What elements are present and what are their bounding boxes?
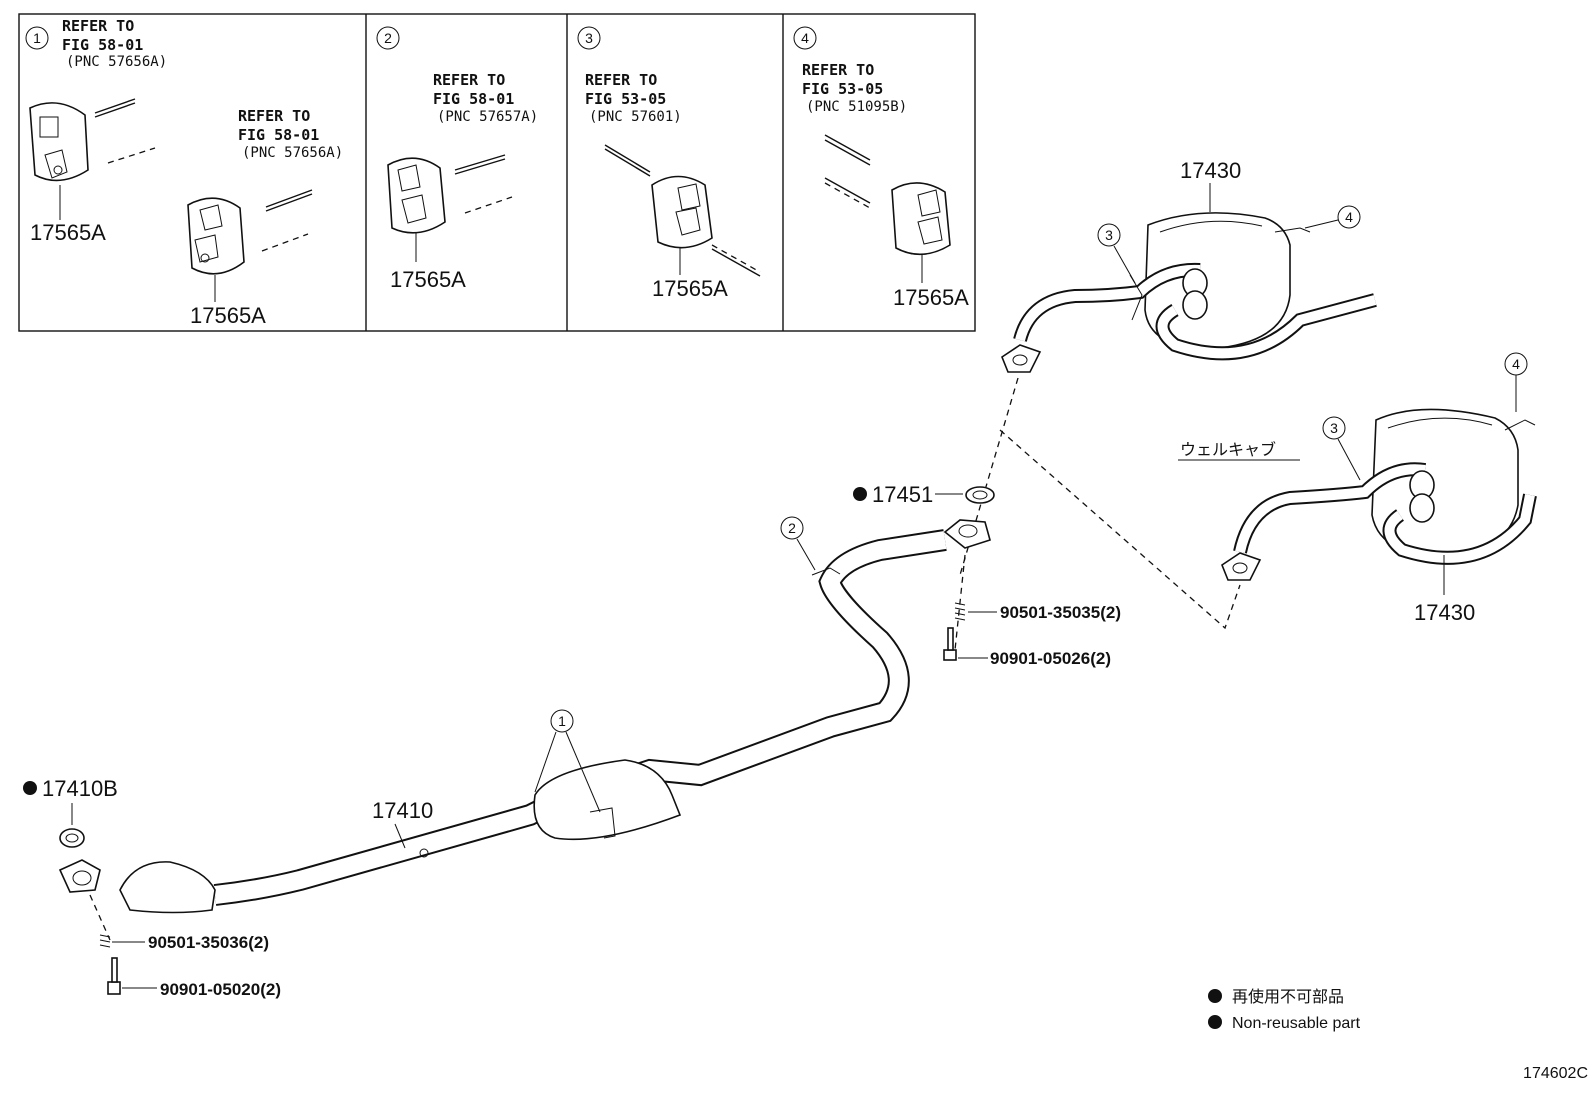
refer-pnc: (PNC 57601) <box>589 109 682 125</box>
refer-line1: REFER TO <box>62 17 134 35</box>
refer-line1: REFER TO <box>802 61 874 79</box>
refer-line1: REFER TO <box>238 107 310 125</box>
refer-line2: FIG 53-05 <box>585 90 666 108</box>
welcab-label: ウェルキャブ <box>1180 440 1276 459</box>
gasket-17451 <box>965 486 995 504</box>
panel-4: 4 REFER TO FIG 53-05 (PNC 51095B) 17565A <box>793 26 969 310</box>
figure-code: 174602C <box>1523 1065 1588 1082</box>
legend-jp: 再使用不可部品 <box>1232 988 1344 1006</box>
tailpipe-assembly-top <box>1001 212 1377 373</box>
assembly-line <box>959 377 1019 576</box>
callout-1: 1 <box>558 713 566 729</box>
bolt-front <box>107 957 121 995</box>
rubber-hanger <box>387 157 446 234</box>
refer-line2: FIG 53-05 <box>802 80 883 98</box>
spring-center <box>954 602 966 621</box>
gasket-17410B <box>59 828 85 848</box>
tailpipe-assembly-welcab <box>1221 408 1537 581</box>
spring-part-number: 90501-35035(2) <box>1000 603 1121 622</box>
part-number-tailpipe: 17430 <box>1414 600 1475 625</box>
part-number: 17565A <box>893 285 969 310</box>
callout-4: 4 <box>1345 209 1353 225</box>
callout-circle <box>1337 205 1361 229</box>
rubber-hanger <box>187 197 245 275</box>
panel-index: 4 <box>801 30 809 46</box>
rubber-hanger <box>891 182 951 256</box>
panel-index: 3 <box>585 30 593 46</box>
refer-pnc: (PNC 57656A) <box>66 54 167 70</box>
legend: 再使用不可部品 Non-reusable part <box>1208 988 1361 1032</box>
legend-bullet <box>1208 989 1222 1003</box>
panel-index: 1 <box>33 30 41 46</box>
refer-pnc: (PNC 51095B) <box>806 99 907 115</box>
hanger-rod <box>94 98 136 114</box>
part-number: 17565A <box>30 220 106 245</box>
spring-front <box>99 934 111 948</box>
part-number-front-pipe: 17410 <box>372 798 433 823</box>
panel-3: 3 REFER TO FIG 53-05 (PNC 57601) 17565A <box>577 26 761 301</box>
panel-1: 1 REFER TO FIG 58-01 (PNC 57656A) REFER … <box>25 17 343 328</box>
bolt-part-number: 90901-05020(2) <box>160 980 281 999</box>
panel-index-circle <box>25 26 49 50</box>
refer-line2: FIG 58-01 <box>433 90 514 108</box>
callout-3: 3 <box>1330 420 1338 436</box>
callout-circle <box>1097 223 1121 247</box>
non-reusable-mark <box>23 781 37 795</box>
front-pipe-17410 <box>58 519 991 914</box>
non-reusable-mark <box>853 487 867 501</box>
part-number-gasket: 17451 <box>872 482 933 507</box>
rubber-hanger <box>651 175 713 249</box>
part-number: 17565A <box>190 303 266 328</box>
bolt-part-number: 90901-05026(2) <box>990 649 1111 668</box>
refer-pnc: (PNC 57657A) <box>437 109 538 125</box>
refer-pnc: (PNC 57656A) <box>242 145 343 161</box>
legend-en: Non-reusable part <box>1232 1015 1361 1032</box>
refer-line2: FIG 58-01 <box>62 36 143 54</box>
part-number: 17565A <box>390 267 466 292</box>
refer-line1: REFER TO <box>585 71 657 89</box>
reference-panels <box>18 13 976 332</box>
bolt-center <box>943 627 957 661</box>
panel-2: 2 REFER TO FIG 58-01 (PNC 57657A) 17565A <box>376 26 538 292</box>
assembly-line <box>999 429 1241 630</box>
spring-part-number: 90501-35036(2) <box>148 933 269 952</box>
panel-frame <box>18 13 976 332</box>
hanger-rod-hidden <box>107 147 156 164</box>
part-number-tailpipe: 17430 <box>1180 158 1241 183</box>
refer-line1: REFER TO <box>433 71 505 89</box>
legend-bullet <box>1208 1015 1222 1029</box>
part-number-gasket: 17410B <box>42 776 118 801</box>
callout-4: 4 <box>1512 356 1520 372</box>
part-number: 17565A <box>652 276 728 301</box>
rubber-hanger <box>29 102 89 182</box>
refer-line2: FIG 58-01 <box>238 126 319 144</box>
callout-3: 3 <box>1105 227 1113 243</box>
callout-2: 2 <box>788 520 796 536</box>
panel-index: 2 <box>384 30 392 46</box>
